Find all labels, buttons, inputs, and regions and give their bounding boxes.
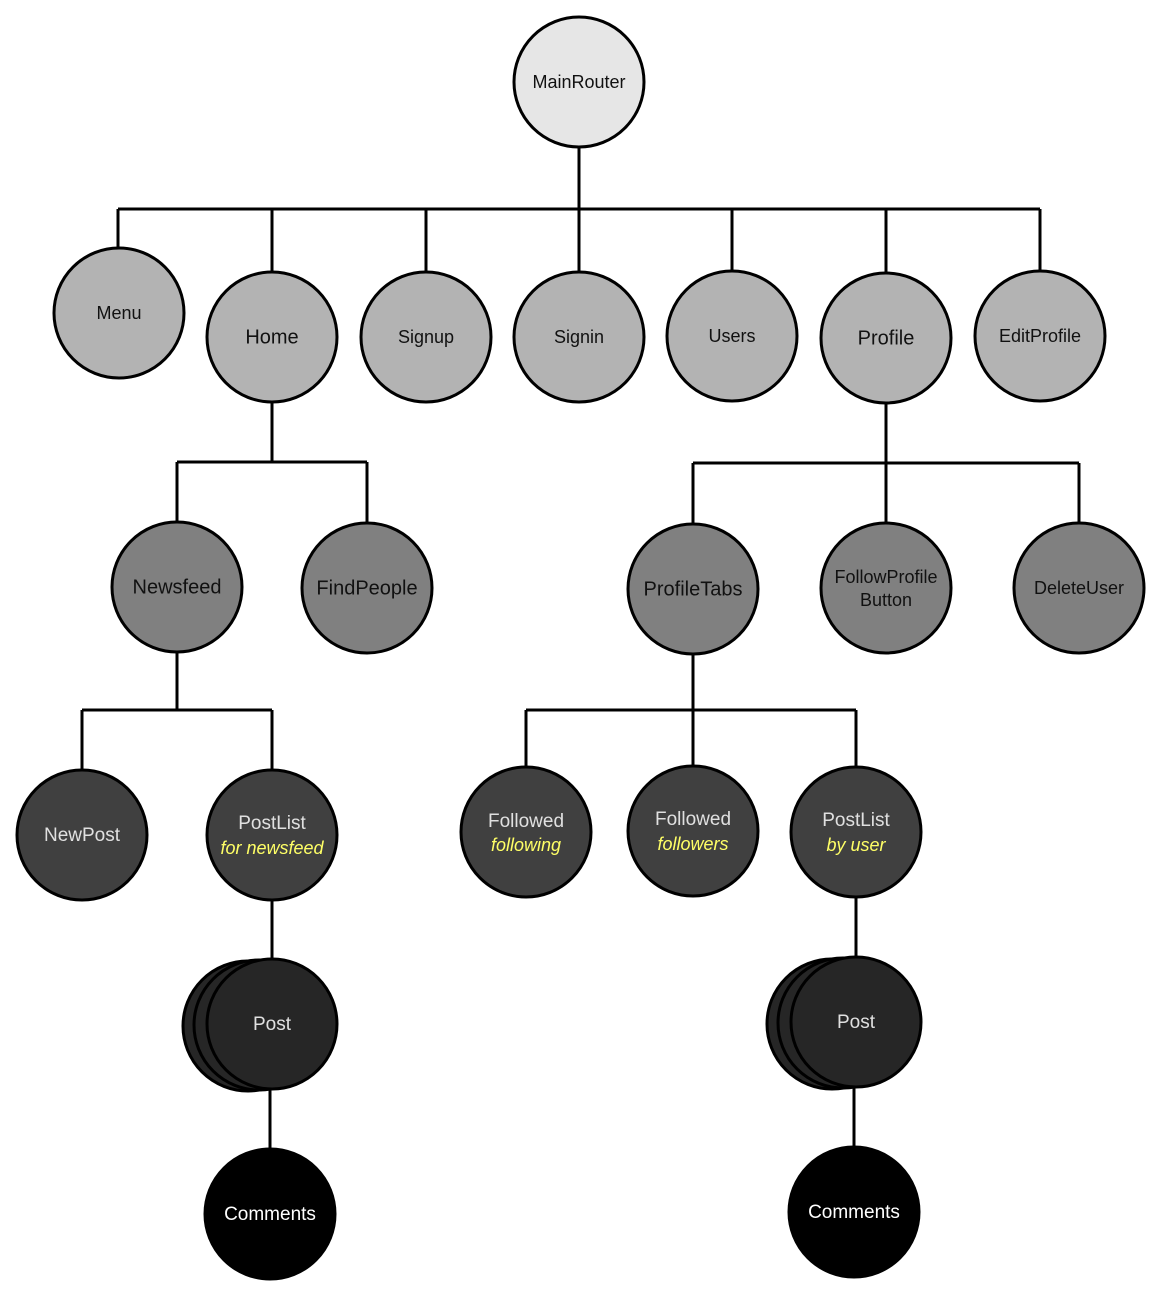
svg-text:MainRouter: MainRouter: [532, 72, 625, 92]
svg-text:Profile: Profile: [858, 327, 915, 349]
node-home: Home: [205, 270, 339, 404]
svg-text:Signup: Signup: [398, 327, 454, 347]
svg-text:PostList: PostList: [822, 810, 890, 831]
node-newpost: NewPost: [15, 768, 149, 902]
svg-text:followers: followers: [657, 834, 728, 854]
svg-text:Followed: Followed: [488, 811, 564, 832]
svg-text:following: following: [491, 835, 561, 855]
node-profiletabs: ProfileTabs: [626, 522, 760, 656]
svg-text:Followed: Followed: [655, 809, 731, 830]
svg-text:Post: Post: [837, 1012, 876, 1033]
svg-text:for newsfeed: for newsfeed: [220, 838, 324, 858]
connectors: [80, 147, 1081, 1150]
svg-text:by user: by user: [826, 835, 886, 855]
node-users: Users: [665, 269, 799, 403]
svg-text:Signin: Signin: [554, 327, 604, 347]
node-findpeople: FindPeople: [300, 521, 434, 655]
svg-text:PostList: PostList: [238, 813, 306, 834]
svg-text:ProfileTabs: ProfileTabs: [644, 578, 743, 600]
node-post-stack-right: Post: [765, 955, 923, 1091]
node-newsfeed: Newsfeed: [110, 520, 244, 654]
svg-text:NewPost: NewPost: [44, 825, 121, 846]
node-postlist-by-user: PostList by user: [789, 765, 923, 899]
node-signup: Signup: [359, 270, 493, 404]
node-post-stack-left: Post: [181, 957, 339, 1093]
node-deleteuser: DeleteUser: [1012, 521, 1146, 655]
node-followed-followers: Followed followers: [626, 764, 760, 898]
svg-text:EditProfile: EditProfile: [999, 326, 1081, 346]
svg-text:Menu: Menu: [96, 303, 141, 323]
svg-text:Home: Home: [245, 326, 298, 348]
svg-text:Post: Post: [253, 1014, 292, 1035]
node-postlist-newsfeed: PostList for newsfeed: [205, 768, 339, 902]
svg-text:Newsfeed: Newsfeed: [133, 576, 222, 598]
svg-text:Comments: Comments: [808, 1202, 900, 1223]
node-comments-right: Comments: [787, 1145, 921, 1279]
node-comments-left: Comments: [203, 1147, 337, 1281]
svg-text:FindPeople: FindPeople: [316, 577, 417, 599]
node-followed-following: Followed following: [459, 765, 593, 899]
node-menu: Menu: [52, 246, 186, 380]
svg-text:Comments: Comments: [224, 1204, 316, 1225]
svg-text:Button: Button: [860, 590, 912, 610]
node-signin: Signin: [512, 270, 646, 404]
node-editprofile: EditProfile: [973, 269, 1107, 403]
svg-text:DeleteUser: DeleteUser: [1034, 578, 1124, 598]
svg-text:FollowProfile: FollowProfile: [834, 567, 937, 587]
node-mainrouter: MainRouter: [512, 15, 646, 149]
svg-text:Users: Users: [708, 326, 755, 346]
node-profile: Profile: [819, 271, 953, 405]
